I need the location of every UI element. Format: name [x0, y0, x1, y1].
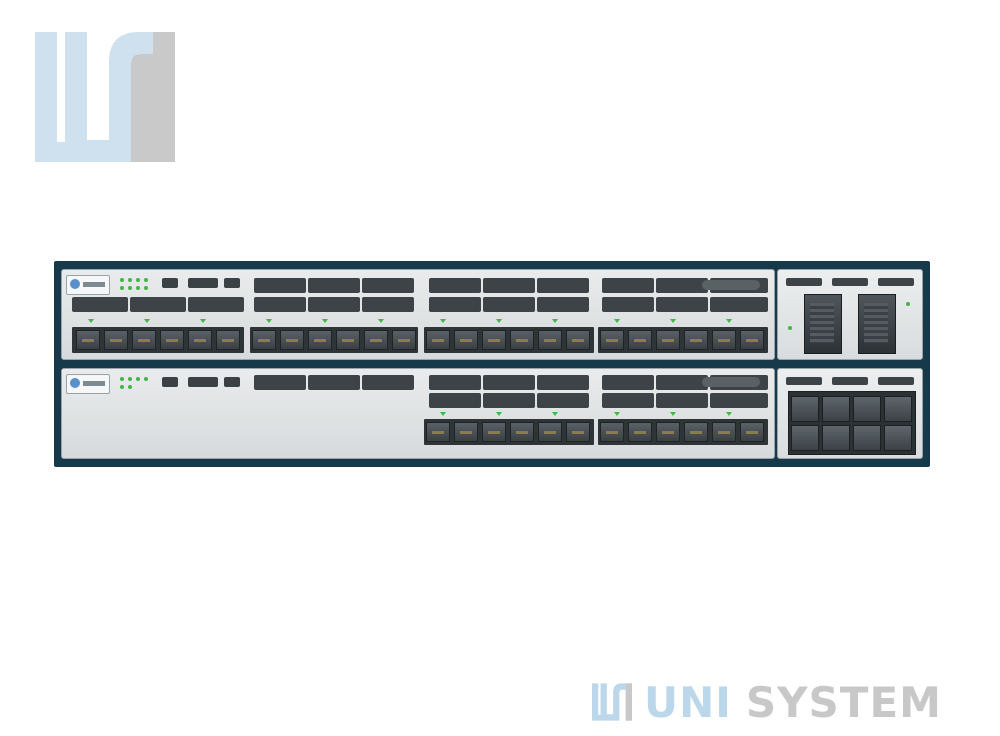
switch-unit-top — [61, 269, 923, 360]
sfp-port-group — [72, 327, 244, 353]
switch-stack — [54, 261, 930, 467]
uni-system-logo-icon — [592, 683, 632, 721]
port-led-icon — [726, 319, 732, 323]
switch-unit-bottom — [61, 368, 923, 459]
mgmt-port — [224, 278, 240, 288]
port-led-icon — [496, 319, 502, 323]
model-badge — [702, 280, 760, 290]
port-led-icon — [552, 412, 558, 416]
port-led-icon — [670, 319, 676, 323]
usb-port — [188, 377, 218, 387]
port-led-icon — [496, 412, 502, 416]
port-led-icon — [440, 319, 446, 323]
brand-word-uni: UNI — [644, 677, 732, 727]
port-bank-label — [602, 297, 768, 312]
sfp-port-group — [598, 327, 768, 353]
port-led-icon — [614, 319, 620, 323]
uplink-module-qsfp — [777, 269, 923, 360]
switch-chassis — [61, 368, 775, 459]
sfp-port-group — [424, 327, 594, 353]
port-bank-label — [254, 375, 414, 390]
sfp-port-group — [424, 419, 594, 445]
port-bank-label — [429, 297, 589, 312]
status-led-cluster — [116, 375, 156, 393]
port-bank-label — [429, 278, 589, 293]
mgmt-port — [224, 377, 240, 387]
port-bank-label — [72, 297, 244, 312]
port-led-icon — [614, 412, 620, 416]
brand-wordmark: UNI SYSTEM — [592, 677, 942, 727]
port-led-icon — [552, 319, 558, 323]
port-led-icon — [726, 412, 732, 416]
qsfp-port — [858, 294, 896, 354]
uni-system-logo-icon — [35, 32, 175, 162]
port-led-icon — [670, 412, 676, 416]
vendor-logo-icon — [66, 275, 110, 295]
port-led-icon — [322, 319, 328, 323]
model-badge — [702, 377, 760, 387]
port-bank-label — [429, 375, 589, 390]
sfp-cage-grid — [788, 391, 916, 455]
console-port — [162, 377, 178, 387]
switch-chassis — [61, 269, 775, 360]
port-led-icon — [88, 319, 94, 323]
port-led-icon — [440, 412, 446, 416]
port-bank-label — [254, 278, 414, 293]
port-bank-label — [429, 393, 589, 408]
port-led-icon — [266, 319, 272, 323]
sfp-port-group — [250, 327, 418, 353]
port-led-icon — [200, 319, 206, 323]
status-led-cluster — [116, 276, 156, 294]
qsfp-port — [804, 294, 842, 354]
port-bank-label — [254, 297, 414, 312]
port-led-icon — [144, 319, 150, 323]
port-led-icon — [378, 319, 384, 323]
port-bank-label — [602, 393, 768, 408]
uplink-module-sfp — [777, 368, 923, 459]
sfp-port-group — [598, 419, 768, 445]
brand-word-system: SYSTEM — [745, 677, 942, 727]
console-port — [162, 278, 178, 288]
vendor-logo-icon — [66, 374, 110, 394]
usb-port — [188, 278, 218, 288]
